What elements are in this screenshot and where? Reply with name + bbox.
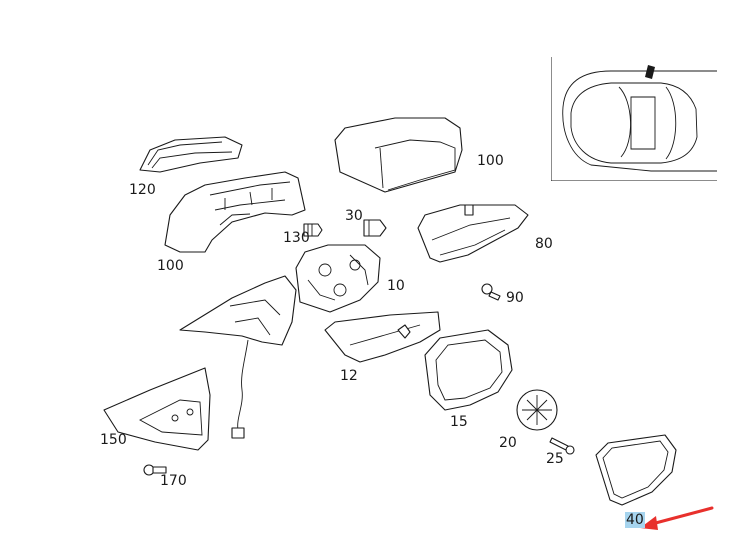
part-10-actuator-bracket bbox=[295, 244, 381, 313]
vehicle-location-inset bbox=[551, 57, 717, 181]
callout-12[interactable]: 12 bbox=[340, 368, 358, 384]
part-mirror-base-assembly bbox=[179, 275, 297, 439]
part-90-screw bbox=[481, 283, 501, 301]
part-30-bulb bbox=[363, 219, 387, 237]
part-170-screw bbox=[143, 464, 167, 476]
callout-130[interactable]: 130 bbox=[283, 230, 310, 246]
callout-150[interactable]: 150 bbox=[100, 432, 127, 448]
callout-10[interactable]: 10 bbox=[387, 278, 405, 294]
callout-90[interactable]: 90 bbox=[506, 290, 524, 306]
part-130-bulb bbox=[303, 223, 323, 237]
part-150-triangle-base bbox=[103, 367, 211, 451]
part-120-upper-cover bbox=[139, 136, 243, 173]
callout-20[interactable]: 20 bbox=[499, 435, 517, 451]
part-40-mirror-glass bbox=[595, 434, 677, 506]
callout-15[interactable]: 15 bbox=[450, 414, 468, 430]
callout-170[interactable]: 170 bbox=[160, 473, 187, 489]
part-25-screw bbox=[549, 437, 575, 455]
callout-25[interactable]: 25 bbox=[546, 451, 564, 467]
part-15-mirror-frame bbox=[424, 329, 513, 411]
callout-100-housing[interactable]: 100 bbox=[157, 258, 184, 274]
part-100-mirror-cap-top bbox=[334, 117, 463, 193]
callout-100-cap[interactable]: 100 bbox=[477, 153, 504, 169]
part-12-lower-cover bbox=[324, 311, 441, 363]
part-100-mirror-housing-left bbox=[164, 171, 306, 253]
mirror-location-marker bbox=[645, 65, 655, 79]
callout-80[interactable]: 80 bbox=[535, 236, 553, 252]
annotation-arrow bbox=[640, 506, 714, 530]
part-20-adjustment-motor bbox=[516, 389, 558, 431]
callout-120[interactable]: 120 bbox=[129, 182, 156, 198]
callout-40-highlighted[interactable]: 40 bbox=[625, 512, 645, 528]
callout-30[interactable]: 30 bbox=[345, 208, 363, 224]
part-80-indicator-housing bbox=[417, 204, 529, 263]
